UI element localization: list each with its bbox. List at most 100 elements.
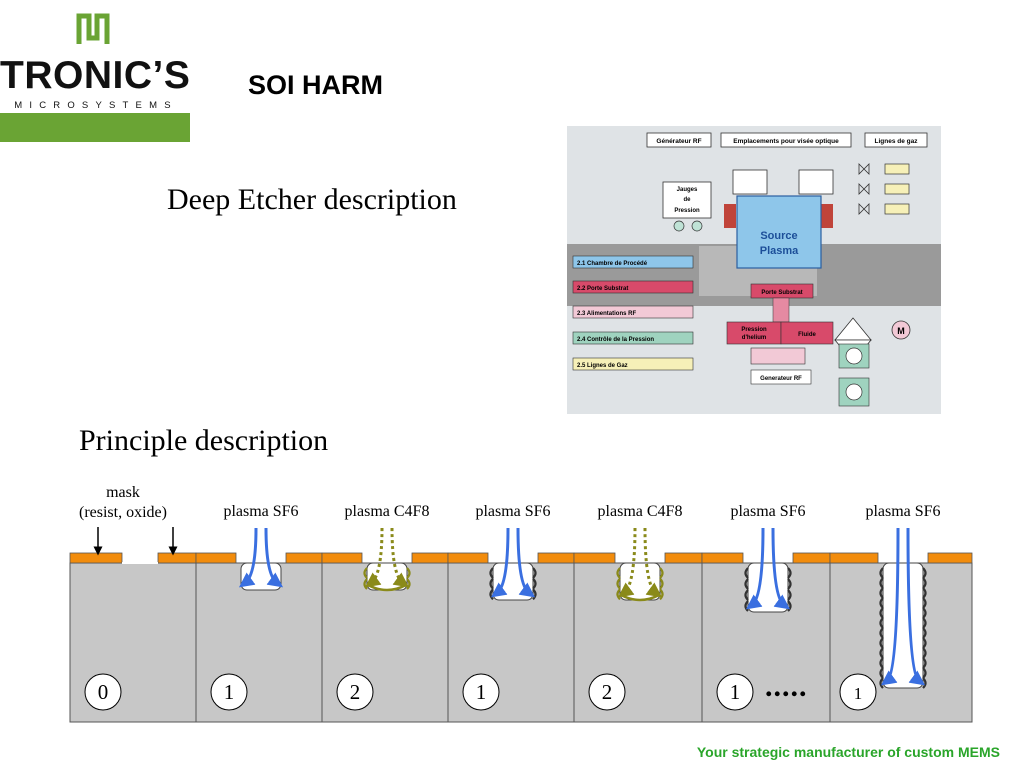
mask-layer-right-3 bbox=[537, 552, 575, 564]
passivation-left-6-5 bbox=[879, 617, 884, 629]
mask-layer-right-6 bbox=[927, 552, 973, 564]
legend-item-2: 2.2 Porte Substrat bbox=[577, 286, 628, 292]
passivation-right-6-2 bbox=[922, 587, 927, 599]
plasma-arrow-right-2 bbox=[390, 527, 410, 588]
plasma-arrow-left-4 bbox=[617, 527, 637, 598]
passivation-right-6-9 bbox=[922, 657, 927, 669]
passivation-left-4-0 bbox=[616, 567, 621, 579]
passivation-right-6-8 bbox=[922, 647, 927, 659]
plasma-arrow-left-1 bbox=[238, 527, 258, 588]
step-number-6: 1 bbox=[854, 684, 863, 703]
step-number-1: 1 bbox=[224, 680, 235, 704]
mask-label-line2: (resist, oxide) bbox=[79, 504, 167, 521]
mask-layer-left-1 bbox=[195, 552, 237, 564]
schem-top-box-rf: Générateur RF bbox=[656, 138, 701, 145]
passivation-right-4-0 bbox=[659, 567, 664, 579]
mask-layer-left-2 bbox=[321, 552, 363, 564]
schem-source-1: Source bbox=[760, 230, 797, 242]
plasma-arrow-right-3 bbox=[516, 527, 536, 598]
passivation-right-6-3 bbox=[922, 597, 927, 609]
step-circle-0 bbox=[84, 673, 122, 711]
step-circle-2 bbox=[336, 673, 374, 711]
step-number-2: 2 bbox=[350, 680, 361, 704]
footer-tagline: Your strategic manufacturer of custom ME… bbox=[696, 744, 1000, 760]
mask-label: mask (resist, oxide) bbox=[58, 483, 188, 523]
plasma-label-1: plasma SF6 bbox=[223, 503, 299, 520]
schem-gauge-2: de bbox=[683, 197, 691, 203]
trench-6 bbox=[882, 562, 924, 689]
mask-label-line1: mask bbox=[106, 484, 140, 501]
mask-layer-right-1 bbox=[285, 552, 323, 564]
step-number-3: 1 bbox=[476, 680, 487, 704]
mask-layer-right-0 bbox=[157, 552, 197, 564]
passivation-left-5-0 bbox=[744, 567, 749, 579]
deep-etcher-schematic: Générateur RF Emplacements pour visée op… bbox=[567, 126, 941, 414]
passivation-right-5-0 bbox=[787, 567, 792, 579]
plasma-arrow-right-4 bbox=[643, 527, 663, 598]
passivation-left-3-0 bbox=[489, 567, 494, 579]
legend-item-4: 2.4 Contrôle de la Pression bbox=[577, 337, 654, 343]
plasma-arrow-left-6 bbox=[880, 527, 900, 686]
schem-porte-substrat: Porte Substrat bbox=[761, 290, 802, 296]
passivation-left-6-8 bbox=[879, 647, 884, 659]
mask-layer-left-0 bbox=[69, 552, 123, 564]
passivation-left-6-1 bbox=[879, 577, 884, 589]
step-circle-3 bbox=[462, 673, 500, 711]
passivation-left-5-1 bbox=[744, 578, 749, 590]
passivation-right-6-5 bbox=[922, 617, 927, 629]
plasma-arrow-right-6 bbox=[906, 527, 926, 686]
schem-pression-2: d'helium bbox=[742, 335, 766, 341]
mask-opening-0 bbox=[122, 562, 158, 564]
schem-top-box-gas: Lignes de gaz bbox=[875, 138, 919, 145]
heading-principle: Principle description bbox=[79, 424, 329, 457]
mask-layer-left-5 bbox=[701, 552, 744, 564]
plasma-label-2: plasma C4F8 bbox=[344, 503, 430, 520]
mask-layer-right-4 bbox=[664, 552, 703, 564]
mask-layer-left-4 bbox=[573, 552, 616, 564]
plasma-arrow-right-5 bbox=[771, 527, 791, 610]
schem-top-box-optics: Emplacements pour visée optique bbox=[733, 138, 839, 145]
logo-subtitle: MICROSYSTEMS bbox=[14, 100, 178, 111]
step-circle-4 bbox=[588, 673, 626, 711]
passivation-left-6-9 bbox=[879, 657, 884, 669]
heading-deep-etcher: Deep Etcher description bbox=[167, 183, 457, 216]
plasma-label-4: plasma C4F8 bbox=[597, 503, 683, 520]
step-number-0: 0 bbox=[98, 680, 109, 704]
step-number-5: 1 bbox=[730, 680, 741, 704]
plasma-label-3: plasma SF6 bbox=[475, 503, 551, 520]
mask-layer-right-2 bbox=[411, 552, 449, 564]
repeat-ellipsis: ..... bbox=[765, 670, 808, 703]
trench-3 bbox=[492, 562, 534, 601]
schem-fluide: Fluide bbox=[798, 332, 816, 338]
plasma-label-6: plasma SF6 bbox=[865, 503, 941, 520]
passivation-left-6-4 bbox=[879, 607, 884, 619]
legend-item-5: 2.5 Lignes de Gaz bbox=[577, 363, 628, 369]
passivation-left-6-0 bbox=[879, 567, 884, 579]
plasma-arrow-left-2 bbox=[364, 527, 384, 588]
mask-layer-right-5 bbox=[792, 552, 831, 564]
schem-generateur-bottom: Generateur RF bbox=[760, 376, 802, 382]
passivation-right-6-7 bbox=[922, 637, 927, 649]
schem-source-2: Plasma bbox=[760, 245, 799, 257]
passivation-left-6-7 bbox=[879, 637, 884, 649]
mask-layer-left-3 bbox=[447, 552, 489, 564]
schem-gauge-1: Jauges bbox=[677, 187, 698, 193]
schem-gauge-3: Pression bbox=[674, 208, 700, 214]
plasma-arrow-right-1 bbox=[264, 527, 284, 588]
legend-item-1: 2.1 Chambre de Procédé bbox=[577, 261, 648, 267]
trench-1 bbox=[240, 562, 282, 591]
schem-motor: M bbox=[897, 326, 905, 336]
plasma-arrow-left-5 bbox=[745, 527, 765, 610]
step-circle-5 bbox=[716, 673, 754, 711]
mask-layer-left-6 bbox=[829, 552, 879, 564]
logo-name: TRONIC’S bbox=[0, 54, 191, 97]
plasma-arrow-left-3 bbox=[490, 527, 510, 598]
schem-pression-1: Pression bbox=[741, 327, 767, 333]
step-number-4: 2 bbox=[602, 680, 613, 704]
passivation-right-5-1 bbox=[787, 578, 792, 590]
passivation-left-6-6 bbox=[879, 627, 884, 639]
passivation-right-3-0 bbox=[532, 567, 537, 579]
step-circle-1 bbox=[210, 673, 248, 711]
passivation-left-6-2 bbox=[879, 587, 884, 599]
